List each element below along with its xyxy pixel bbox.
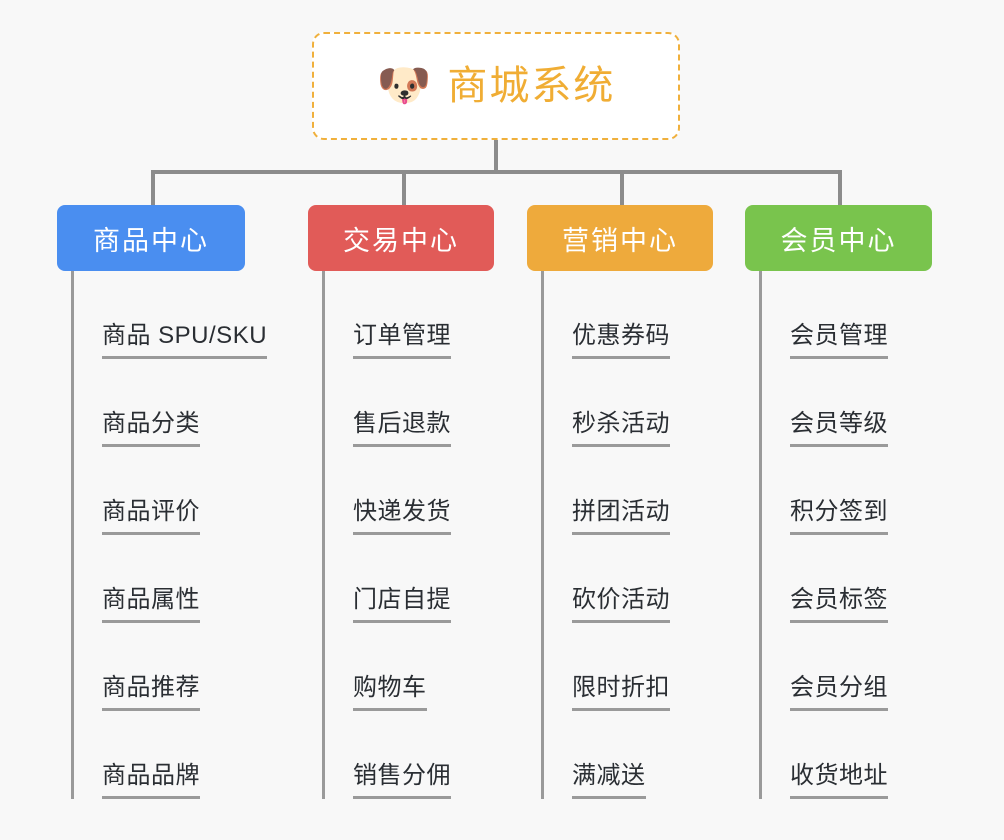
leaf-item[interactable]: 订单管理 xyxy=(308,271,494,359)
dog-face-icon: 🐶 xyxy=(376,61,432,110)
branch-spine-4 xyxy=(759,271,762,799)
leaf-item[interactable]: 商品分类 xyxy=(57,359,245,447)
leaf-item[interactable]: 秒杀活动 xyxy=(527,359,713,447)
leaf-label: 门店自提 xyxy=(353,586,451,623)
leaf-label: 商品 SPU/SKU xyxy=(102,322,268,359)
leaf-label: 商品属性 xyxy=(102,586,200,623)
connector-drop-4 xyxy=(838,170,842,210)
branch-column-4: 会员中心 会员管理 会员等级 积分签到 会员标签 会员分组 收货地址 xyxy=(745,205,932,799)
connector-drop-3 xyxy=(620,170,624,210)
leaf-label: 秒杀活动 xyxy=(572,410,670,447)
leaf-item[interactable]: 商品品牌 xyxy=(57,711,245,799)
leaf-label: 拼团活动 xyxy=(572,498,670,535)
leaf-label: 会员分组 xyxy=(790,674,888,711)
branch-header-4[interactable]: 会员中心 xyxy=(745,205,932,271)
leaf-label: 限时折扣 xyxy=(572,674,670,711)
root-title: 商城系统 xyxy=(447,64,616,108)
leaf-item[interactable]: 会员标签 xyxy=(745,535,932,623)
leaf-label: 购物车 xyxy=(353,674,427,711)
leaf-label: 商品推荐 xyxy=(102,674,200,711)
branch-header-3[interactable]: 营销中心 xyxy=(527,205,713,271)
leaf-item[interactable]: 销售分佣 xyxy=(308,711,494,799)
leaf-label: 订单管理 xyxy=(353,322,451,359)
branch-column-2: 交易中心 订单管理 售后退款 快递发货 门店自提 购物车 销售分佣 xyxy=(308,205,494,799)
leaf-label: 会员等级 xyxy=(790,410,888,447)
leaf-label: 优惠券码 xyxy=(572,322,670,359)
leaf-item[interactable]: 满减送 xyxy=(527,711,713,799)
connector-root-stub xyxy=(494,140,498,174)
leaf-item[interactable]: 商品 SPU/SKU xyxy=(57,271,268,359)
leaf-item[interactable]: 商品属性 xyxy=(57,535,245,623)
leaf-item[interactable]: 购物车 xyxy=(308,623,494,711)
connector-drop-2 xyxy=(402,170,406,210)
leaf-item[interactable]: 门店自提 xyxy=(308,535,494,623)
branch-column-1: 商品中心 商品 SPU/SKU 商品分类 商品评价 商品属性 商品推荐 商品品牌 xyxy=(57,205,268,799)
leaf-list-4: 会员管理 会员等级 积分签到 会员标签 会员分组 收货地址 xyxy=(745,271,932,799)
leaf-label: 售后退款 xyxy=(353,410,451,447)
leaf-label: 快递发货 xyxy=(353,498,451,535)
branch-label-2: 交易中心 xyxy=(343,225,459,256)
leaf-list-2: 订单管理 售后退款 快递发货 门店自提 购物车 销售分佣 xyxy=(308,271,494,799)
branch-label-3: 营销中心 xyxy=(562,225,678,256)
leaf-item[interactable]: 商品推荐 xyxy=(57,623,245,711)
connector-drop-1 xyxy=(151,170,155,210)
leaf-item[interactable]: 砍价活动 xyxy=(527,535,713,623)
leaf-item[interactable]: 积分签到 xyxy=(745,447,932,535)
leaf-list-3: 优惠券码 秒杀活动 拼团活动 砍价活动 限时折扣 满减送 xyxy=(527,271,713,799)
branch-label-4: 会员中心 xyxy=(780,225,897,256)
leaf-label: 销售分佣 xyxy=(353,762,451,799)
leaf-item[interactable]: 会员管理 xyxy=(745,271,932,359)
branch-header-2[interactable]: 交易中心 xyxy=(308,205,494,271)
leaf-label: 会员标签 xyxy=(790,586,888,623)
leaf-item[interactable]: 快递发货 xyxy=(308,447,494,535)
leaf-label: 积分签到 xyxy=(790,498,888,535)
leaf-label: 会员管理 xyxy=(790,322,888,359)
leaf-label: 砍价活动 xyxy=(572,586,670,623)
branch-spine-3 xyxy=(541,271,544,799)
branch-header-1[interactable]: 商品中心 xyxy=(57,205,245,271)
connector-horizontal-bus xyxy=(151,170,841,174)
branch-label-1: 商品中心 xyxy=(93,225,209,256)
branch-column-3: 营销中心 优惠券码 秒杀活动 拼团活动 砍价活动 限时折扣 满减送 xyxy=(527,205,713,799)
leaf-label: 商品评价 xyxy=(102,498,200,535)
branch-spine-1 xyxy=(71,271,74,799)
leaf-label: 收货地址 xyxy=(790,762,888,799)
root-node[interactable]: 🐶 商城系统 xyxy=(312,32,680,140)
leaf-item[interactable]: 限时折扣 xyxy=(527,623,713,711)
leaf-label: 满减送 xyxy=(572,762,646,799)
branch-spine-2 xyxy=(322,271,325,799)
leaf-label: 商品品牌 xyxy=(102,762,200,799)
leaf-item[interactable]: 会员等级 xyxy=(745,359,932,447)
leaf-list-1: 商品 SPU/SKU 商品分类 商品评价 商品属性 商品推荐 商品品牌 xyxy=(57,271,268,799)
leaf-label: 商品分类 xyxy=(102,410,200,447)
leaf-item[interactable]: 收货地址 xyxy=(745,711,932,799)
leaf-item[interactable]: 会员分组 xyxy=(745,623,932,711)
leaf-item[interactable]: 售后退款 xyxy=(308,359,494,447)
leaf-item[interactable]: 优惠券码 xyxy=(527,271,713,359)
leaf-item[interactable]: 拼团活动 xyxy=(527,447,713,535)
leaf-item[interactable]: 商品评价 xyxy=(57,447,245,535)
